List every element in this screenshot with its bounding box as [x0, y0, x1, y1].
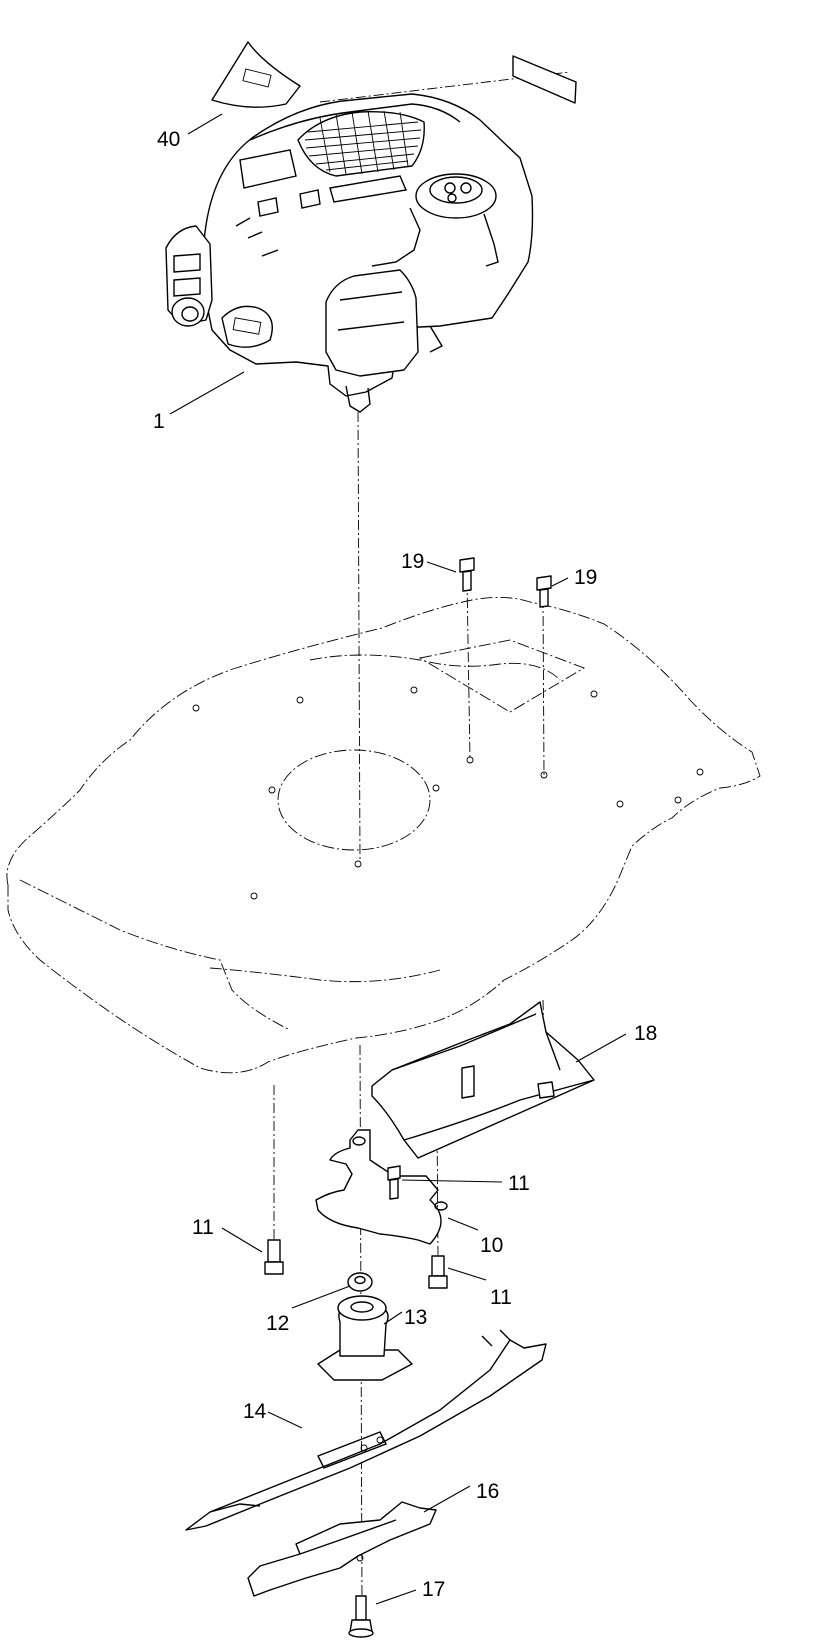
- deck-holes: [192, 686, 704, 900]
- callout-40: 40: [157, 128, 180, 151]
- bracket-part-10: [315, 1129, 448, 1245]
- callout-18: 18: [634, 1022, 657, 1045]
- bolt-11-upper: [387, 1165, 401, 1200]
- callout-11-right: 11: [490, 1286, 512, 1309]
- callout-17: 17: [422, 1578, 445, 1601]
- baffle-part-18: [371, 1001, 595, 1159]
- callouts: 40 1 19 19 18 11 11 10 11 12 13 14 16 17: [153, 128, 657, 1601]
- engine-part-1: [165, 93, 534, 413]
- fuel-cap: [415, 173, 497, 219]
- bolt-11-right: [428, 1255, 448, 1289]
- callout-11-upper: 11: [508, 1172, 530, 1195]
- blade-adapter-part-13: [317, 1295, 413, 1381]
- leader-lines: [169, 113, 627, 1605]
- bolt-11-left: [264, 1239, 284, 1275]
- callout-10: 10: [480, 1234, 503, 1257]
- engine-grille: [304, 110, 422, 175]
- blade-bolt-part-17: [348, 1595, 374, 1638]
- recoil-starter: [165, 225, 213, 327]
- callout-13: 13: [404, 1306, 427, 1329]
- callout-1: 1: [153, 410, 165, 433]
- mulch-blade-part-16: [247, 1501, 437, 1597]
- callout-19-right: 19: [574, 566, 597, 589]
- callout-16: 16: [476, 1480, 499, 1503]
- deck-bolt-19-right: [536, 575, 552, 608]
- mower-deck-phantom: [6, 597, 761, 1074]
- rear-decal-plate: [512, 55, 577, 104]
- callout-19-left: 19: [401, 550, 424, 573]
- decal-part-40: [211, 41, 301, 108]
- callout-14: 14: [243, 1400, 267, 1423]
- callout-12: 12: [266, 1312, 289, 1335]
- oil-cap: [221, 305, 273, 348]
- blade-part-14: [185, 1329, 547, 1531]
- washer-part-12: [347, 1272, 373, 1292]
- callout-11-left: 11: [192, 1216, 214, 1239]
- deck-bolt-19-left: [459, 557, 475, 592]
